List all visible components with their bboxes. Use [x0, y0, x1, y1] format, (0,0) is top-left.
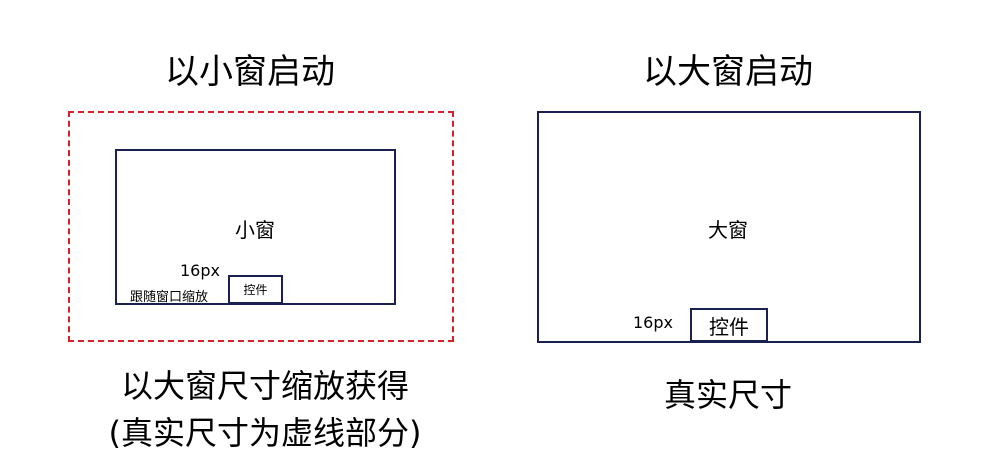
small-control[interactable]: 控件 — [228, 275, 283, 304]
small-window-label: 小窗 — [235, 218, 275, 242]
left-caption-line2: (真实尺寸为虚线部分) — [108, 414, 422, 452]
right-size-label: 16px — [633, 313, 673, 332]
left-heading: 以小窗启动 — [165, 52, 335, 92]
left-caption-line1: 以大窗尺寸缩放获得 — [120, 367, 409, 405]
right-heading: 以大窗启动 — [643, 52, 813, 92]
scale-note: 跟随窗口缩放 — [130, 290, 209, 305]
small-window — [115, 149, 396, 305]
right-caption: 真实尺寸 — [663, 376, 792, 414]
small-control-label: 控件 — [243, 283, 268, 297]
real-size-dashed-frame — [68, 111, 454, 342]
left-size-label: 16px — [180, 261, 220, 280]
large-control[interactable]: 控件 — [690, 308, 768, 342]
large-window-label: 大窗 — [708, 218, 748, 242]
large-window — [537, 111, 921, 343]
large-control-label: 控件 — [709, 314, 749, 339]
